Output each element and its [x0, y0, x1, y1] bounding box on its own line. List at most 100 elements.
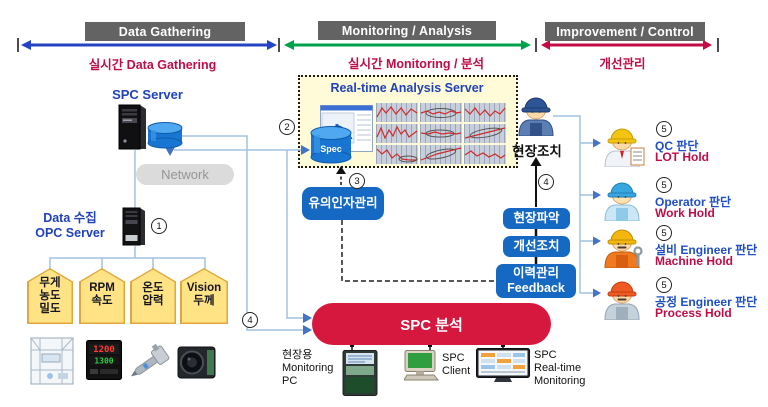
mini-control-chart — [464, 145, 506, 164]
mini-control-chart — [464, 103, 506, 122]
step-box-field-check: 현장파악 — [503, 208, 570, 229]
mini-control-chart — [420, 145, 462, 164]
mini-control-chart — [376, 145, 418, 164]
decider-role-operator: Operator 판단 — [655, 195, 732, 209]
machine-equipment-icon — [30, 337, 74, 385]
spc-server-tower-icon — [118, 104, 146, 150]
phase-sub-gathering: 실시간 Data Gathering — [88, 58, 217, 72]
feedback-line1: 이력관리 — [512, 266, 559, 280]
temp-controller-icon: 1200 1300 — [86, 340, 122, 380]
label-line: 현장용 — [282, 349, 313, 361]
tag-line: 밀도 — [39, 303, 61, 315]
label-line: Client — [442, 365, 471, 377]
phase-sub-control: 개선관리 — [599, 57, 646, 71]
realtime-monitoring-label: SPC Real-time Monitoring — [534, 349, 585, 388]
decider-hold-lot: LOT Hold — [655, 150, 709, 164]
process-engineer-icon — [604, 281, 640, 320]
monitoring-pc-label: 현장용 Monitoring PC — [282, 349, 333, 388]
tag-line: 속도 — [91, 295, 113, 307]
step-number-4: 4 — [242, 312, 258, 328]
realtime-monitor-icon — [476, 348, 530, 382]
vision-camera-icon — [177, 346, 216, 379]
decider-role-process-eng: 공정 Engineer 판단 — [655, 295, 758, 309]
step-number-5d: 5 — [656, 277, 672, 293]
machine-engineer-icon — [604, 229, 643, 268]
tag-line: 무게 — [39, 277, 61, 289]
mini-control-chart — [420, 124, 462, 143]
feedback-line2: Feedback — [507, 281, 565, 295]
tag-line: 두께 — [193, 295, 215, 307]
step-number-2: 2 — [279, 119, 295, 135]
tag-text: Vision 두께 — [180, 282, 228, 308]
label-line: SPC — [534, 349, 557, 361]
field-action-label: 현장조치 — [512, 144, 562, 159]
sensor-tag-weight: 무게 농도 밀도 — [27, 268, 73, 324]
spc-client-icon — [404, 350, 440, 381]
tag-line: Vision — [186, 282, 222, 294]
data-flow-lines — [49, 115, 593, 331]
step-number-5b: 5 — [656, 177, 672, 193]
control-connectors — [315, 157, 542, 351]
step-number-5c: 5 — [656, 225, 672, 241]
phase-header-monitoring: Monitoring / Analysis — [318, 21, 496, 40]
phase-header-control: Improvement / Control — [545, 22, 705, 41]
decider-hold-process: Process Hold — [655, 306, 732, 320]
data-flow-arrowheads — [165, 138, 601, 335]
significant-factor-box: 유의인자관리 — [302, 187, 384, 220]
tag-shape-fill — [80, 269, 124, 323]
mini-control-chart — [420, 103, 462, 122]
sensor-tag-temp: 온도 압력 — [130, 268, 176, 324]
sensor-probe-icon — [130, 343, 170, 377]
phase-sub-monitoring: 실시간 Monitoring / 분석 — [348, 57, 484, 71]
mini-control-chart — [464, 124, 506, 143]
step-number-5a: 5 — [656, 121, 672, 137]
field-worker-icon — [518, 97, 554, 136]
label-line: Monitoring — [534, 375, 586, 387]
sensor-tag-rpm: RPM 속도 — [79, 268, 125, 324]
spec-db-label: Spec — [320, 144, 342, 154]
tag-line: RPM — [89, 282, 115, 294]
step-number-3: 3 — [349, 173, 365, 189]
tag-shape-fill — [28, 269, 72, 323]
spc-database-icon — [147, 122, 183, 149]
controller-pv-value: 1200 — [93, 345, 115, 355]
kiosk-monitor-icon — [342, 350, 378, 396]
opc-server-label-line1: Data 수집 — [43, 211, 97, 225]
control-chart-grid — [376, 103, 507, 164]
opc-server-tower-icon — [122, 207, 145, 246]
tag-line: 온도 — [142, 282, 164, 294]
mini-control-chart — [376, 103, 418, 122]
decider-role-qc: QC 판단 — [655, 139, 699, 153]
decider-role-machine-eng: 설비 Engineer 판단 — [655, 243, 758, 257]
tag-shape-fill — [181, 269, 227, 323]
tag-text: 무게 농도 밀도 — [27, 277, 73, 316]
controller-sv-value: 1300 — [94, 357, 113, 366]
timeline-arrows — [17, 38, 719, 52]
phase-header-gathering: Data Gathering — [85, 22, 245, 41]
operator-worker-icon — [604, 182, 640, 221]
step-number-4b: 4 — [538, 174, 554, 190]
network-pill: Network — [136, 164, 234, 185]
tag-text: 온도 압력 — [130, 282, 176, 308]
spc-analysis-pill: SPC 분석 — [312, 303, 551, 345]
label-line: SPC — [442, 352, 465, 364]
analysis-server-title: Real-time Analysis Server — [330, 81, 484, 95]
opc-server-label-line2: OPC Server — [35, 226, 105, 240]
tag-line: 압력 — [142, 295, 164, 307]
step-number-1: 1 — [151, 218, 167, 234]
opc-server-label: Data 수집 OPC Server — [20, 211, 120, 241]
spc-server-label: SPC Server — [112, 87, 183, 102]
label-line: PC — [282, 375, 298, 387]
step-box-improve-action: 개선조치 — [503, 236, 570, 257]
spec-database-icon: Spec — [310, 126, 352, 164]
decider-hold-work: Work Hold — [655, 206, 715, 220]
tag-line: 농도 — [39, 290, 61, 302]
label-line: Real-time — [534, 362, 582, 374]
sensor-tag-vision: Vision 두께 — [180, 268, 228, 324]
qc-worker-icon — [604, 128, 645, 167]
decider-hold-machine: Machine Hold — [655, 254, 734, 268]
step-box-history-feedback: 이력관리 Feedback — [496, 264, 576, 298]
tag-text: RPM 속도 — [79, 282, 125, 308]
